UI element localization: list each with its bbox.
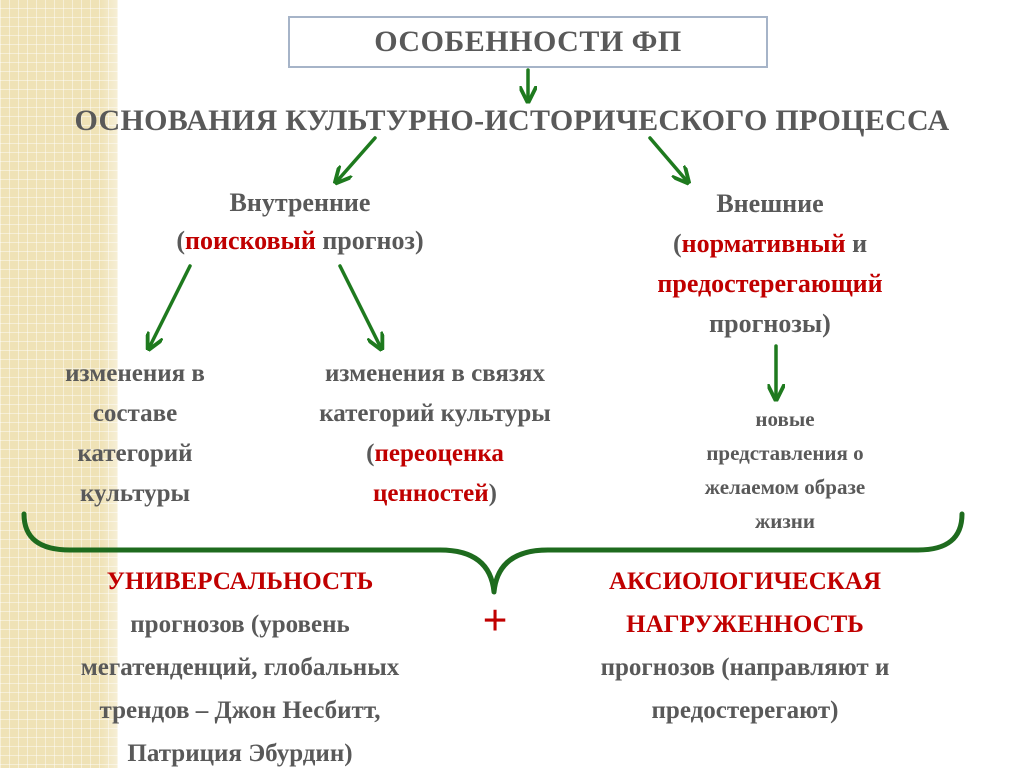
universality-line: трендов – Джон Несбитт, xyxy=(99,697,381,724)
title-box: ОСОБЕННОСТИ ФП xyxy=(288,16,768,68)
new-ideas-of-life: новые представления о желаемом образе жи… xyxy=(650,402,920,538)
external-highlight-normative: нормативный xyxy=(681,229,846,258)
axiology-highlight2: НАГРУЖЕННОСТЬ xyxy=(626,611,864,638)
box2-line2: категорий культуры xyxy=(319,400,551,427)
box3-line: новые xyxy=(755,407,815,431)
box2-open-paren: ( xyxy=(366,440,375,467)
changes-in-links: изменения в связях категорий культуры (п… xyxy=(270,354,600,514)
internal-forecast: (поисковый прогноз) xyxy=(130,222,470,260)
box1-line: составе xyxy=(92,400,178,427)
external-rest: прогнозы) xyxy=(709,309,831,338)
external-highlight-warning: предостерегающий xyxy=(657,269,883,298)
box2-highlight2: ценностей xyxy=(372,480,489,507)
external-factors: Внешние (нормативный и предостерегающий … xyxy=(590,184,950,344)
curly-brace xyxy=(21,511,965,595)
axiology-line: прогнозов (направляют и xyxy=(600,654,890,681)
external-forecast-line1: (нормативный и xyxy=(590,224,950,264)
external-label: Внешние xyxy=(716,189,824,218)
plus-sign: + xyxy=(482,596,508,645)
internal-factors: Внутренние (поисковый прогноз) xyxy=(130,184,470,260)
box3-line: представления о xyxy=(706,441,864,465)
universality-line: прогнозов (уровень xyxy=(130,611,350,638)
box2-line3: (переоценка xyxy=(270,434,600,474)
external-open-paren: ( xyxy=(672,229,682,258)
universality-line: мегатенденций, глобальных xyxy=(80,654,400,681)
changes-in-composition: изменения в составе категорий культуры xyxy=(10,354,260,514)
internal-label: Внутренние xyxy=(229,188,371,217)
box3-line: жизни xyxy=(755,509,815,533)
axiology-line: предостерегают) xyxy=(651,697,839,724)
universality-highlight: УНИВЕРСАЛЬНОСТЬ xyxy=(106,568,374,595)
stripe-fade xyxy=(100,0,140,768)
box2-close-paren: ) xyxy=(488,480,497,507)
box1-line: изменения в xyxy=(65,360,205,387)
external-mid: и xyxy=(845,229,868,258)
axiology-highlight1: АКСИОЛОГИЧЕСКАЯ xyxy=(609,568,881,595)
box2-highlight1: переоценка xyxy=(374,440,504,467)
universality-block: УНИВЕРСАЛЬНОСТЬ прогнозов (уровень мегат… xyxy=(0,560,480,775)
arrow-internal-to-composition xyxy=(150,264,192,346)
arrow-internal-to-links xyxy=(338,264,380,346)
box2-line1: изменения в связях xyxy=(325,360,545,387)
universality-line: Патриция Эбурдин) xyxy=(127,740,353,767)
box3-line: желаемом образе xyxy=(704,475,866,499)
arrow-heading-to-external xyxy=(648,136,686,180)
box1-line: культуры xyxy=(79,480,191,507)
box1-line: категорий xyxy=(77,440,193,467)
decorative-side-stripe xyxy=(0,0,118,768)
main-heading: ОСНОВАНИЯ КУЛЬТУРНО-ИСТОРИЧЕСКОГО ПРОЦЕС… xyxy=(74,104,950,137)
internal-open-paren: ( xyxy=(176,226,185,255)
internal-highlight: поисковый xyxy=(185,226,316,255)
arrow-heading-to-internal xyxy=(338,136,377,180)
title-text: ОСОБЕННОСТИ ФП xyxy=(374,25,682,58)
axiology-block: АКСИОЛОГИЧЕСКАЯ НАГРУЖЕННОСТЬ прогнозов … xyxy=(510,560,980,732)
internal-rest: прогноз) xyxy=(315,226,424,255)
box2-line4: ценностей) xyxy=(270,474,600,514)
